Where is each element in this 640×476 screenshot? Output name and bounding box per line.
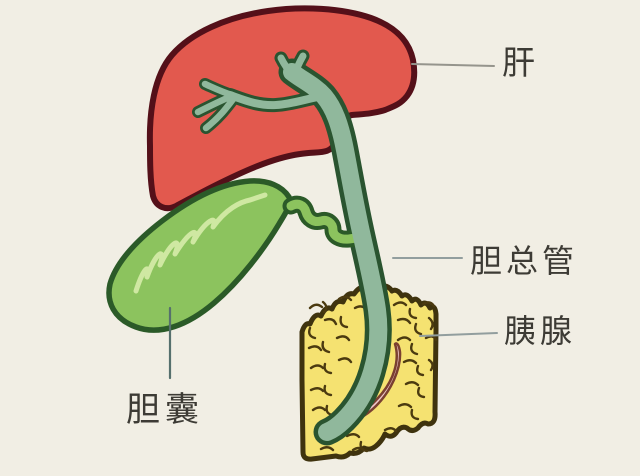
bile-duct-inners (194, 52, 388, 441)
leader-lines (168, 63, 498, 380)
pancreas-texture (307, 295, 438, 453)
left-hepatic-branch-fill (226, 91, 328, 110)
common-bile-duct-fill (283, 63, 388, 441)
cystic-duct-fill (286, 199, 361, 244)
leader-line-liver (411, 63, 495, 67)
leader-line-pancreas (419, 332, 498, 337)
left-branch-tips-fill (194, 80, 238, 132)
label-common-bile-duct: 胆总管 (470, 243, 579, 279)
gallbladder-shape (106, 178, 293, 333)
gallbladder-highlight (133, 192, 268, 294)
label-pancreas: 胰腺 (504, 313, 577, 349)
label-gallbladder: 胆囊 (126, 391, 204, 429)
hepatic-duct-prongs-fill (277, 52, 307, 80)
label-liver: 肝 (502, 44, 535, 81)
